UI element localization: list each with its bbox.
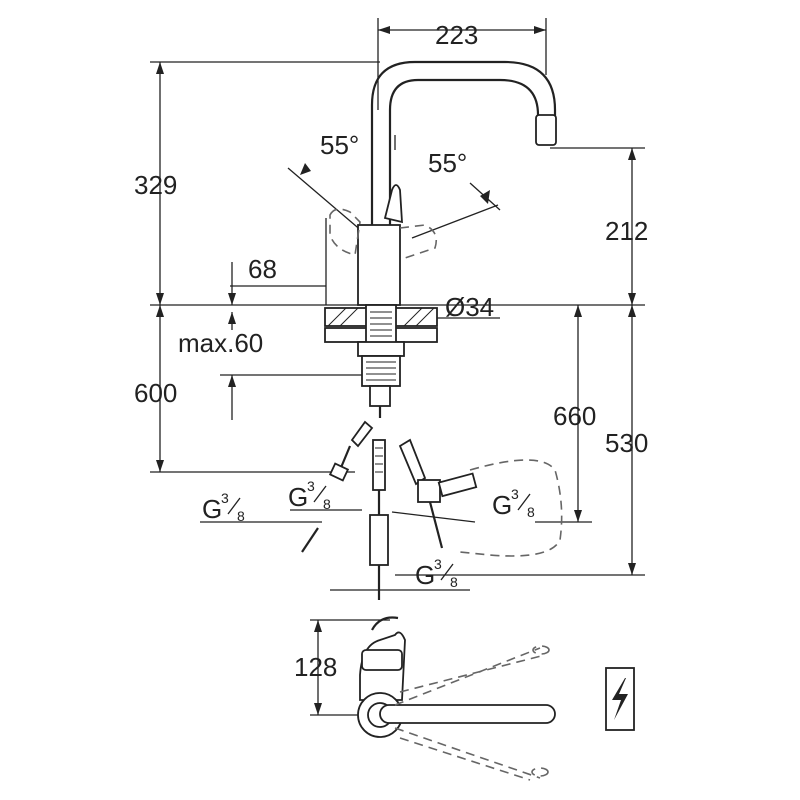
connection-label-left: G 3 8 (202, 490, 245, 524)
svg-text:3: 3 (221, 490, 229, 506)
lightning-bolt-icon (605, 667, 635, 731)
dim-spout-reach: 223 (435, 20, 478, 50)
connection-label-center-left: G 3 8 (288, 478, 331, 512)
svg-text:G: G (288, 482, 308, 512)
dim-max-thickness: max.60 (178, 328, 263, 358)
svg-text:G: G (492, 490, 512, 520)
svg-text:G: G (415, 560, 435, 590)
handle-top-view (357, 616, 556, 781)
connection-label-right: G 3 8 (492, 486, 535, 520)
svg-text:8: 8 (237, 508, 245, 524)
svg-text:8: 8 (450, 574, 458, 590)
dim-hose-600: 600 (134, 378, 177, 408)
dim-spout-height: 212 (605, 216, 648, 246)
svg-text:3: 3 (511, 486, 519, 502)
svg-text:3: 3 (434, 556, 442, 572)
dim-hose-660: 660 (553, 401, 596, 431)
faucet-body (329, 60, 557, 306)
dim-angle-right: 55° (428, 148, 467, 178)
dim-handle-128: 128 (294, 652, 337, 682)
countertop-section (324, 304, 438, 418)
hoses (301, 420, 563, 600)
dimension-labels: 223 329 212 68 Ø34 max.60 600 660 530 12… (134, 20, 648, 682)
connection-label-bottom: G 3 8 (415, 556, 458, 590)
dim-hole-diameter: Ø34 (445, 292, 494, 322)
dim-total-height: 329 (134, 170, 177, 200)
dim-body-offset: 68 (248, 254, 277, 284)
svg-text:8: 8 (323, 496, 331, 512)
svg-text:G: G (202, 494, 222, 524)
svg-text:3: 3 (307, 478, 315, 494)
dim-angle-left: 55° (320, 130, 359, 160)
dim-connection-530: 530 (605, 428, 648, 458)
svg-text:8: 8 (527, 504, 535, 520)
